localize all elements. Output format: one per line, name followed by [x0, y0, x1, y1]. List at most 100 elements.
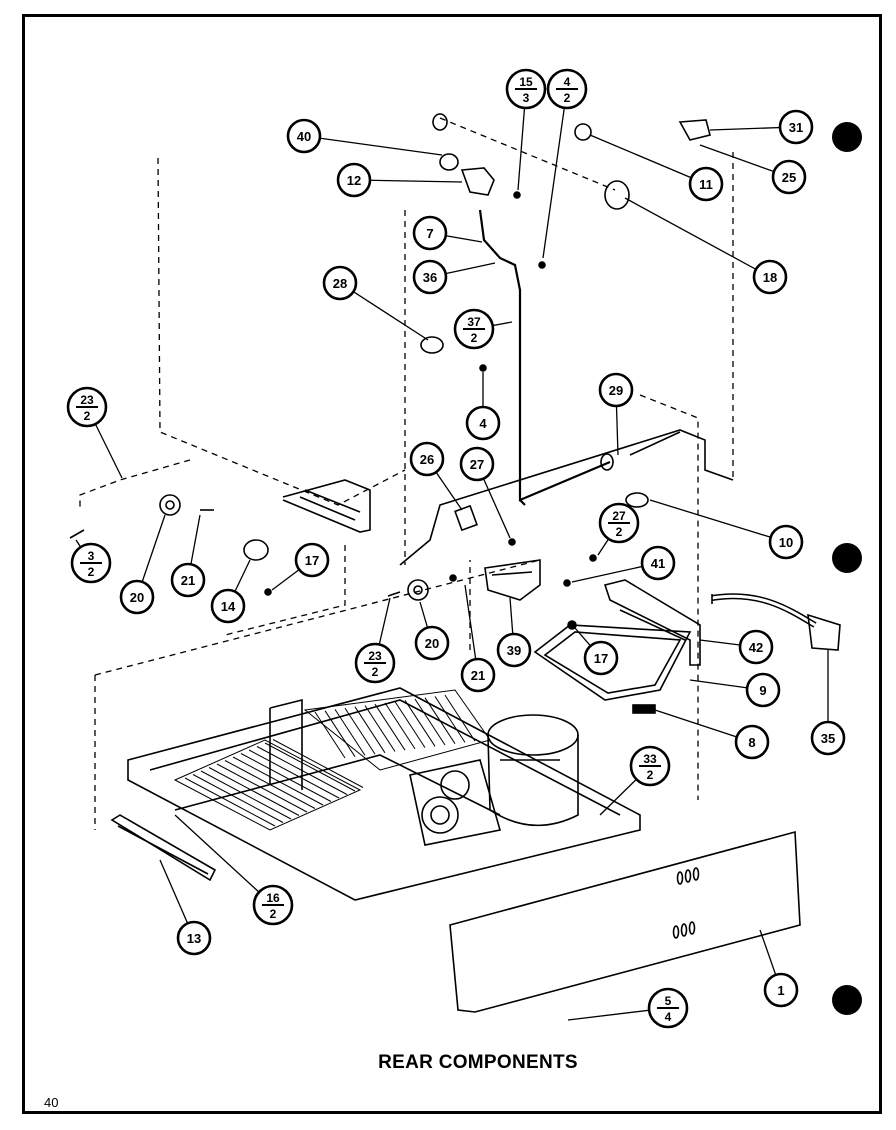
callout-c8: 8 [734, 724, 770, 760]
callout-circle [598, 372, 634, 408]
callout-f23_2a: 232 [66, 386, 108, 428]
callout-c17a: 17 [294, 542, 330, 578]
coil-fin [354, 706, 386, 754]
callout-number: 29 [609, 383, 623, 398]
coil-fin [344, 707, 376, 755]
leader-line [542, 88, 568, 259]
coil-fin [314, 711, 346, 759]
callout-number: 11 [699, 177, 713, 192]
coil-fin [208, 767, 300, 816]
callout-f3_2: 32 [70, 542, 112, 584]
callout-number: 26 [420, 452, 434, 467]
callout-circle [409, 441, 445, 477]
coil-fin [414, 698, 446, 746]
callout-number: 10 [779, 535, 793, 550]
leader-line [624, 197, 771, 278]
page-number: 40 [44, 1095, 59, 1110]
callout-number: 17 [594, 651, 608, 666]
callout-circle [322, 265, 358, 301]
callout-circle [688, 166, 724, 202]
callout-c25: 25 [771, 159, 807, 195]
callout-quantity: 2 [647, 768, 654, 782]
callout-quantity: 2 [372, 665, 379, 679]
callout-c13: 13 [176, 920, 212, 956]
callout-c7: 7 [412, 215, 448, 251]
callout-number: 33 [643, 752, 657, 766]
bracket [603, 579, 701, 666]
leader-line [339, 282, 429, 341]
callout-circle [734, 724, 770, 760]
coil-fin [200, 770, 292, 820]
callout-circle [640, 545, 676, 581]
callout-circle [412, 259, 448, 295]
callout-c20b: 20 [414, 625, 450, 661]
callout-number: 27 [470, 457, 484, 472]
callout-circle [768, 524, 804, 560]
callout-number: 28 [333, 276, 347, 291]
diagram-frame [22, 14, 882, 1114]
callout-quantity: 4 [665, 1010, 672, 1024]
callout-c11: 11 [688, 166, 724, 202]
coil-fin [444, 694, 476, 742]
coil-fin [324, 710, 356, 757]
callout-number: 27 [612, 509, 626, 523]
compressor [487, 714, 579, 827]
coil-fin [264, 742, 356, 792]
callout-number: 17 [305, 553, 319, 568]
callout-circle [170, 562, 206, 598]
fan-motor [409, 759, 502, 846]
callout-c42: 42 [738, 629, 774, 665]
base-rail [110, 814, 217, 882]
coil-fin [364, 705, 396, 752]
callout-number: 20 [425, 636, 439, 651]
coil-fin [424, 697, 456, 744]
callout-number: 5 [665, 994, 672, 1008]
evaporator-cover [282, 479, 371, 533]
callout-circle [752, 259, 788, 295]
callout-c28: 28 [322, 265, 358, 301]
callout-circle [459, 446, 495, 482]
callout-c12: 12 [336, 162, 372, 198]
callout-circle [738, 629, 774, 665]
callout-c17b: 17 [583, 640, 619, 676]
coil-fin [240, 753, 332, 802]
callout-number: 3 [88, 549, 95, 563]
coil-fin [216, 763, 308, 813]
callout-circle [414, 625, 450, 661]
callout-circle [745, 672, 781, 708]
callout-number: 36 [423, 270, 437, 285]
vent-slot [680, 923, 688, 937]
callout-quantity: 2 [564, 91, 571, 105]
callout-circle [496, 632, 532, 668]
callout-number: 23 [80, 393, 94, 407]
callout-c36: 36 [412, 259, 448, 295]
callout-f23_2b: 232 [354, 642, 396, 684]
callout-number: 21 [471, 668, 485, 683]
power-cord [711, 593, 841, 651]
coil-fin [394, 701, 426, 748]
callout-quantity: 2 [471, 331, 478, 345]
callout-c10: 10 [768, 524, 804, 560]
callout-f5_4: 54 [647, 987, 689, 1029]
callout-circle [286, 118, 322, 154]
coil-fin [334, 709, 366, 756]
callout-number: 4 [564, 75, 571, 89]
callout-f33_2: 332 [629, 745, 671, 787]
callout-c31: 31 [778, 109, 814, 145]
vent-slot [684, 869, 692, 883]
callout-number: 4 [479, 416, 487, 431]
leader-line [589, 134, 707, 185]
small-parts [69, 113, 711, 601]
callout-circle [460, 657, 496, 693]
coil-fin [248, 749, 340, 799]
drain-trough [484, 559, 541, 601]
leader-line [303, 135, 443, 156]
vent-slot [672, 925, 680, 939]
callout-c1: 1 [763, 972, 799, 1008]
leader-line [353, 179, 463, 183]
callout-circle [176, 920, 212, 956]
callout-f15_3: 153 [505, 68, 547, 110]
callout-c18: 18 [752, 259, 788, 295]
callout-circle [210, 588, 246, 624]
callout-number: 9 [759, 683, 766, 698]
